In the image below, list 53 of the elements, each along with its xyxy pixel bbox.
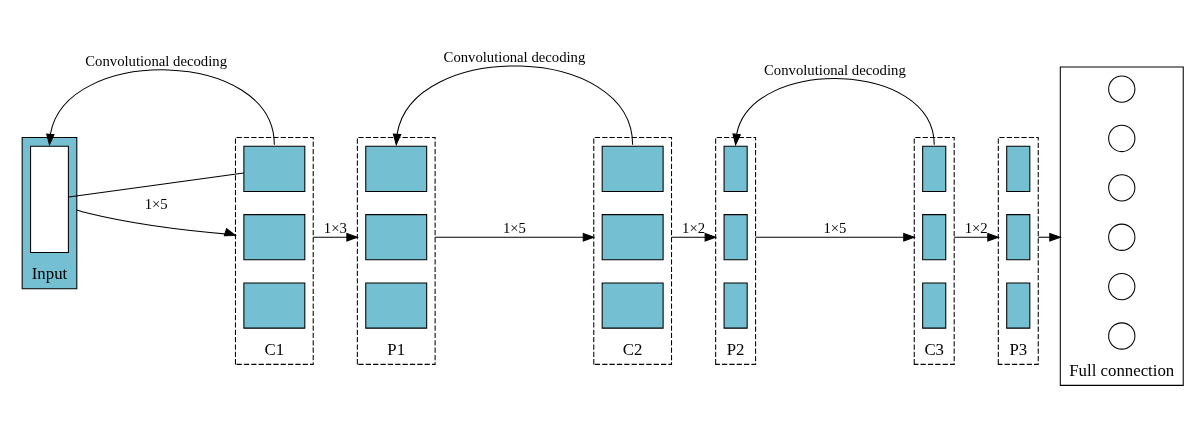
arrow bbox=[76, 208, 237, 236]
edge-label: 1×5 bbox=[502, 219, 526, 236]
cluster: C1 bbox=[234, 136, 314, 365]
arrow bbox=[755, 232, 916, 242]
arrow bbox=[1037, 232, 1062, 242]
cluster: P1 bbox=[356, 136, 436, 365]
node-circle bbox=[1108, 321, 1136, 350]
cluster: Input bbox=[21, 136, 78, 289]
arrow bbox=[434, 232, 596, 242]
node-circle bbox=[1108, 173, 1136, 201]
node-box bbox=[723, 145, 748, 192]
node-box bbox=[601, 213, 664, 260]
node-box bbox=[922, 281, 947, 329]
node-circle bbox=[1108, 272, 1136, 300]
node-box bbox=[30, 145, 69, 253]
cluster: C3 bbox=[913, 136, 955, 365]
node-box bbox=[365, 145, 428, 192]
node-box bbox=[365, 281, 428, 329]
node-box bbox=[601, 281, 664, 329]
arrow bbox=[392, 65, 634, 146]
arrow bbox=[732, 77, 935, 146]
node-box bbox=[922, 213, 947, 260]
edge-label: 1×2 bbox=[682, 219, 706, 236]
node-box bbox=[1006, 213, 1031, 260]
edge-label: 1×2 bbox=[964, 219, 988, 236]
arrow bbox=[671, 232, 718, 242]
node-box bbox=[723, 281, 748, 329]
edge-label: Convolutional decoding bbox=[85, 52, 227, 69]
node-circle bbox=[1108, 74, 1136, 103]
cluster: P3 bbox=[997, 136, 1039, 365]
edge-label: 1×3 bbox=[323, 219, 347, 236]
node-box bbox=[243, 213, 306, 260]
cluster: C2 bbox=[593, 136, 673, 365]
node-box bbox=[243, 145, 306, 192]
arrow bbox=[953, 232, 1000, 242]
node-box bbox=[1006, 145, 1031, 192]
node-box bbox=[243, 281, 306, 329]
cluster: P2 bbox=[715, 136, 757, 365]
edge-label: Convolutional decoding bbox=[764, 61, 906, 78]
edge-label: Convolutional decoding bbox=[443, 48, 586, 65]
arrow bbox=[46, 68, 275, 146]
arrow bbox=[312, 232, 359, 242]
node-box bbox=[723, 213, 748, 260]
node-box bbox=[601, 145, 664, 192]
connector bbox=[68, 171, 245, 197]
node-circle bbox=[1108, 124, 1136, 152]
node-box bbox=[365, 213, 428, 260]
edge-label: 1×5 bbox=[144, 195, 168, 212]
node-box bbox=[922, 145, 947, 192]
edge-label: 1×5 bbox=[823, 219, 847, 236]
node-box bbox=[1006, 281, 1031, 329]
cluster: Full connection bbox=[1059, 66, 1184, 386]
node-circle bbox=[1108, 223, 1136, 251]
